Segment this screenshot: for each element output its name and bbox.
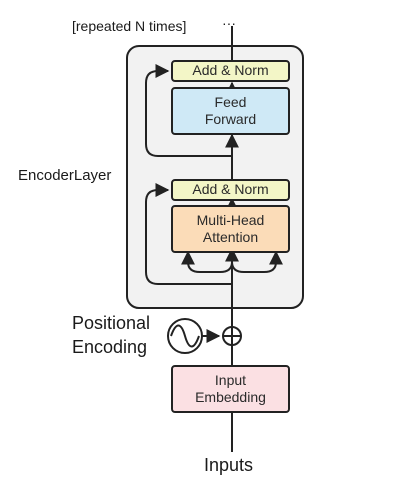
add-norm-bottom-block: Add & Norm: [171, 179, 290, 201]
positional-encoding-label-line1: Positional: [72, 313, 151, 333]
feed-forward-block: Feed Forward: [171, 87, 290, 135]
arrow-to-attention-right: [231, 250, 283, 273]
multi-head-attention-block: Multi-Head Attention: [171, 205, 290, 253]
positional-encoding-label-line2: Encoding: [72, 337, 148, 357]
multi-head-attention-label-line1: Multi-Head: [196, 211, 265, 228]
encoder-layer-label: EncoderLayer: [18, 167, 112, 184]
multi-head-attention-label-line2: Attention: [202, 229, 259, 245]
input-embedding-label-line1: Input: [214, 371, 247, 388]
repeated-n-times-label: [repeated N times]: [72, 18, 187, 34]
feed-forward-label-line2: Forward: [204, 111, 257, 127]
add-norm-top-block: Add & Norm: [171, 60, 290, 82]
top-ellipsis: ···: [222, 15, 236, 31]
sine-wave-icon: [167, 318, 203, 354]
arrow-to-attention-left: [181, 250, 233, 273]
residual-arrow-attention: [145, 183, 232, 285]
plus-circle-icon: [222, 326, 242, 346]
residual-arrow-feedforward: [145, 64, 232, 157]
encoder-layer-frame: [126, 45, 304, 309]
add-norm-top-label: Add & Norm: [192, 62, 269, 79]
add-norm-bottom-label: Add & Norm: [192, 181, 269, 198]
inputs-label: Inputs: [204, 455, 254, 475]
feed-forward-label-line1: Feed: [214, 93, 247, 110]
input-embedding-block: Input Embedding: [171, 365, 290, 413]
input-embedding-label-line2: Embedding: [195, 389, 266, 405]
